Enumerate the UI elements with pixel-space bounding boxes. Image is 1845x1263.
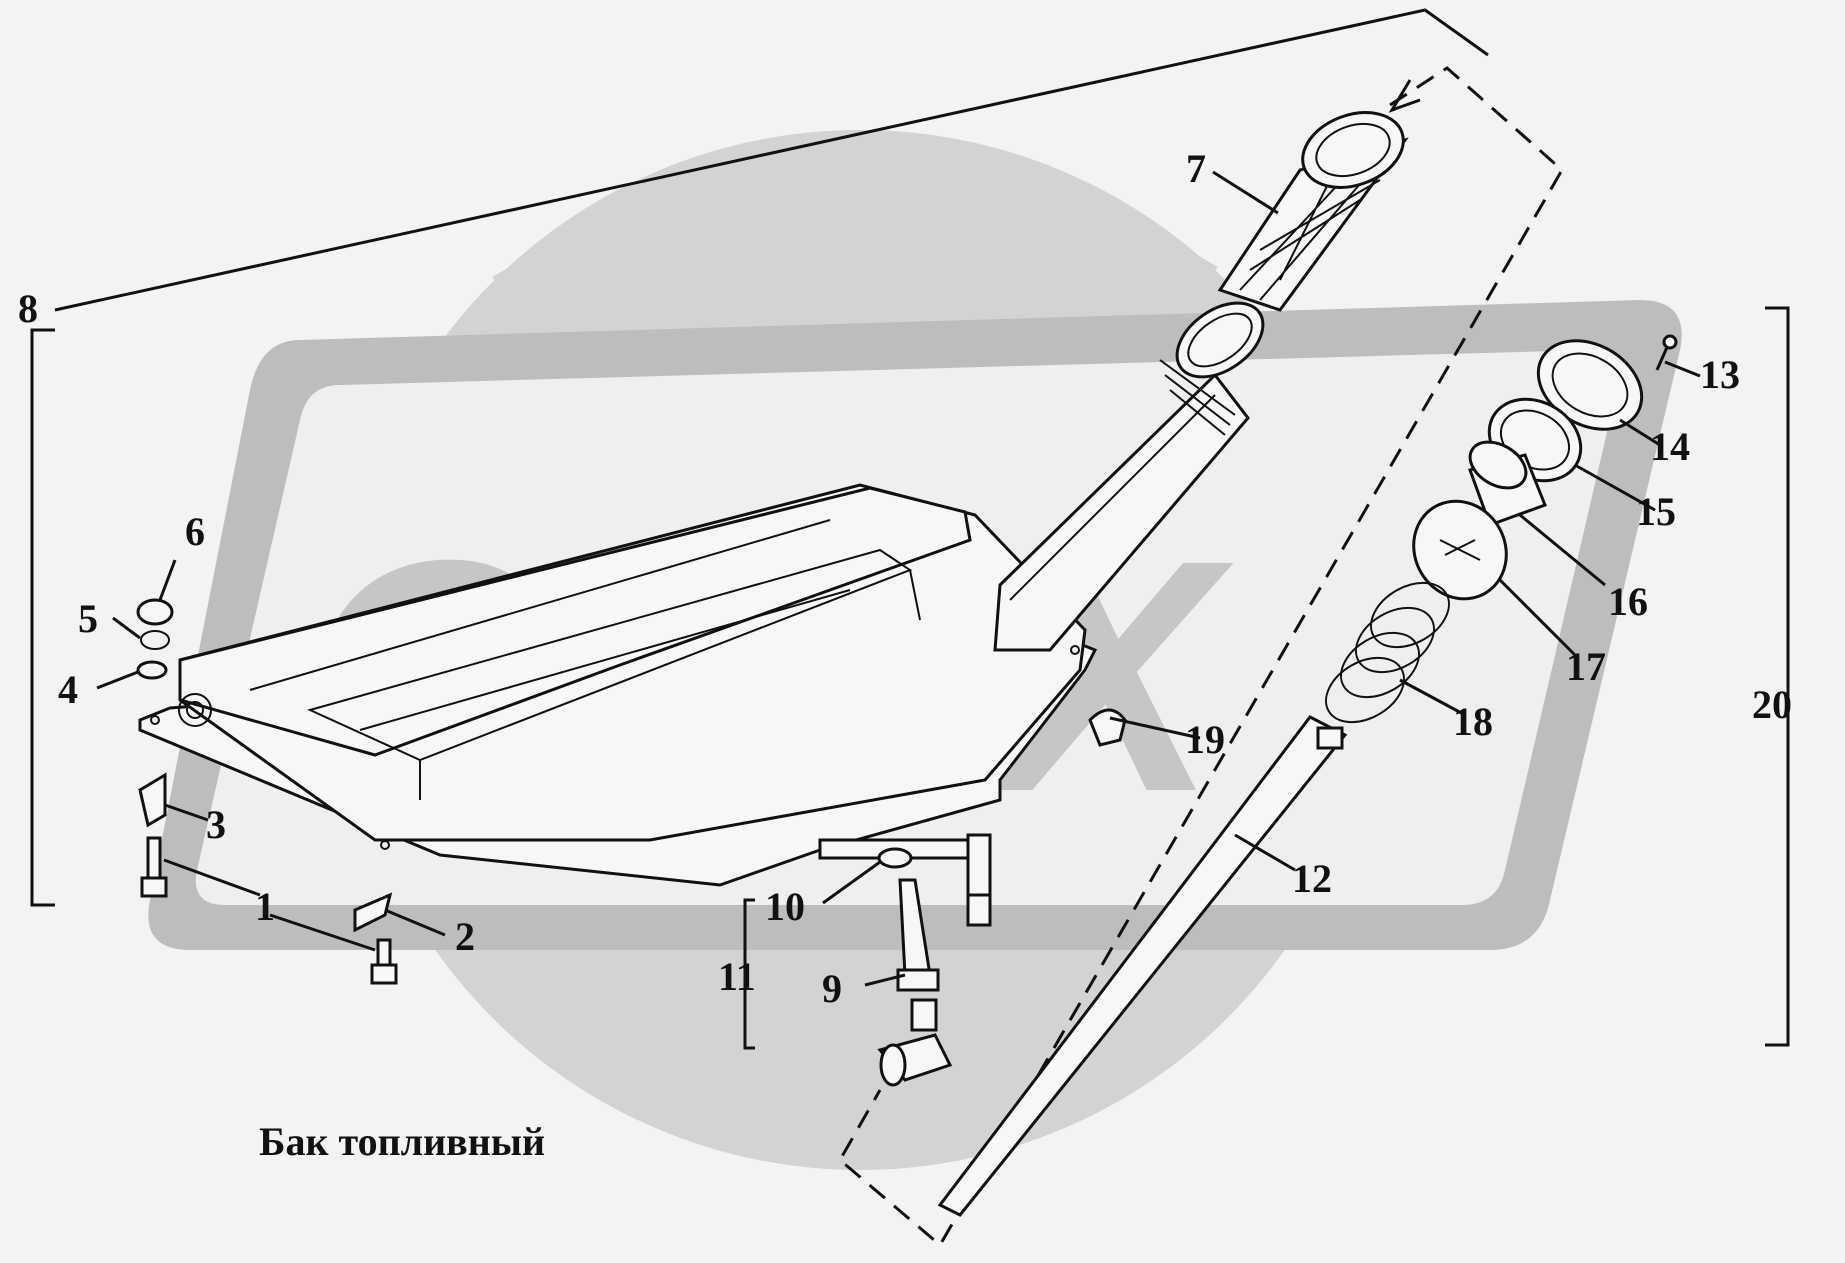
callout-6: 6 <box>185 509 205 554</box>
filler-neck <box>993 301 1265 652</box>
drain-fitting <box>966 833 992 927</box>
callout-17: 17 <box>1566 644 1606 689</box>
part-10-washer <box>877 847 913 869</box>
part-14-gasket <box>1536 339 1644 431</box>
callout-4: 4 <box>58 667 78 712</box>
part-2-clamp <box>353 892 393 933</box>
callout-7: 7 <box>1186 146 1206 191</box>
part-18-spring <box>1325 581 1450 724</box>
callout-5: 5 <box>78 596 98 641</box>
callout-11: 11 <box>718 954 756 999</box>
diagram-caption: Бак топливный <box>259 1119 545 1164</box>
callout-2: 2 <box>455 914 475 959</box>
callout-12: 12 <box>1292 856 1332 901</box>
assembly-guide-dashed <box>838 66 1564 1248</box>
part-1-bolt <box>140 836 398 985</box>
callout-18: 18 <box>1453 699 1493 744</box>
part-16-cap-body <box>1468 440 1547 527</box>
callout-14: 14 <box>1650 424 1690 469</box>
bracket-20 <box>1765 306 1790 1047</box>
part-7-strainer <box>1217 111 1409 312</box>
bracket-11 <box>743 898 755 1050</box>
part-6-nut <box>136 598 174 626</box>
callout-16: 16 <box>1608 579 1648 624</box>
part-3-bracket <box>138 772 167 828</box>
leader-lines <box>96 170 1701 987</box>
part-9-fitting <box>896 878 940 992</box>
callout-10: 10 <box>765 884 805 929</box>
callout-8: 8 <box>18 286 38 331</box>
callout-13: 13 <box>1700 352 1740 397</box>
bracket-8 <box>30 8 1489 907</box>
part-4-washer <box>136 660 168 680</box>
fuel-tank <box>138 483 1098 887</box>
callout-3: 3 <box>206 802 226 847</box>
callout-9: 9 <box>822 966 842 1011</box>
part-17-cap <box>1412 499 1508 601</box>
callout-15: 15 <box>1636 489 1676 534</box>
callout-1: 1 <box>255 884 275 929</box>
part-5-lock-washer <box>140 630 170 650</box>
part-11-drain-cock <box>877 998 953 1087</box>
callout-numbers: 1 2 3 4 5 6 7 8 9 10 11 12 13 14 15 16 1… <box>18 146 1792 1011</box>
part-13-screw <box>1655 334 1678 371</box>
callout-19: 19 <box>1185 717 1225 762</box>
callout-20: 20 <box>1752 682 1792 727</box>
